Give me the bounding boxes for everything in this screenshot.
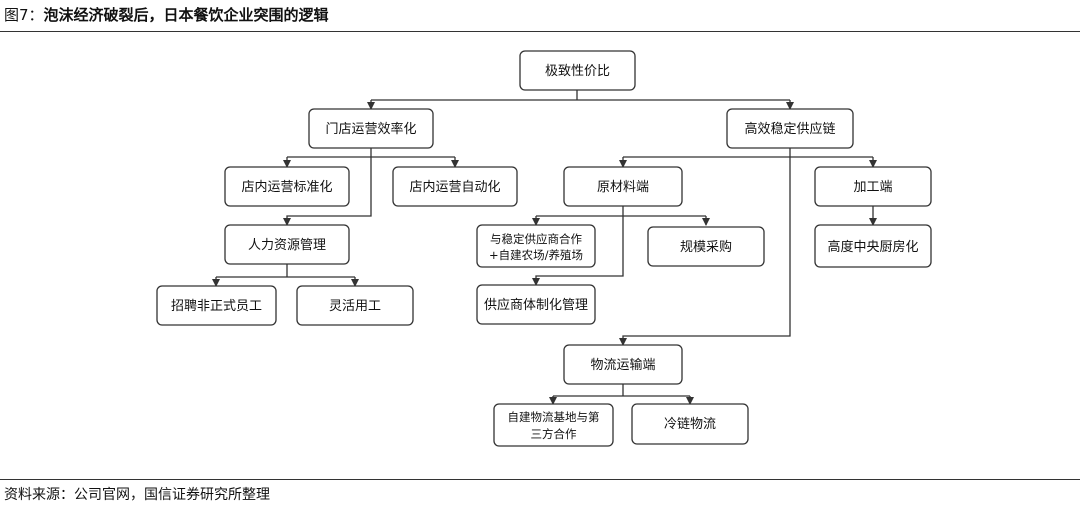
node-central-kitchen: 高度中央厨房化 [814, 224, 932, 268]
node-root-label: 极致性价比 [545, 64, 610, 79]
node-nonregular-hire: 招聘非正式员工 [156, 285, 277, 326]
edge-store-eff-to-hr [283, 148, 372, 226]
node-supply-chain-label: 高效稳定供应链 [744, 121, 835, 137]
figure-source: 资料来源：公司官网，国信证券研究所整理 [4, 487, 270, 503]
node-central-kitchen-label: 高度中央厨房化 [827, 239, 918, 255]
node-logistics-label: 物流运输端 [590, 357, 655, 373]
node-partner-supplier-line2: +自建农场/养殖场 [489, 248, 583, 262]
node-scale-purchase-label: 规模采购 [680, 239, 732, 255]
node-flexible-work: 灵活用工 [296, 285, 414, 326]
node-raw-material: 原材料端 [563, 166, 683, 207]
node-own-logistics-line1: 自建物流基地与第 [508, 410, 600, 424]
node-raw-material-label: 原材料端 [597, 180, 649, 195]
node-flexible-work-label: 灵活用工 [329, 299, 381, 314]
node-nonregular-hire-label: 招聘非正式员工 [171, 299, 262, 314]
figure-number: 图7： [4, 6, 44, 24]
node-cold-chain-label: 冷链物流 [664, 417, 716, 432]
node-own-logistics-line2: 三方合作 [531, 427, 577, 441]
bottom-rule [0, 479, 1080, 480]
figure-title: 图7：泡沫经济破裂后，日本餐饮企业突围的逻辑 [4, 5, 329, 25]
edge-supply-to-logistics [619, 148, 791, 346]
node-store-efficiency: 门店运营效率化 [308, 108, 434, 149]
node-own-logistics: 自建物流基地与第 三方合作 [493, 403, 614, 447]
node-supplier-system-label: 供应商体制化管理 [484, 297, 588, 313]
node-hr: 人力资源管理 [224, 224, 350, 265]
node-hr-label: 人力资源管理 [248, 238, 326, 253]
node-processing: 加工端 [814, 166, 932, 207]
node-partner-supplier-line1: 与稳定供应商合作 [490, 232, 582, 246]
node-store-efficiency-label: 门店运营效率化 [325, 121, 416, 137]
top-rule [0, 31, 1080, 32]
edges [212, 90, 877, 405]
node-supply-chain: 高效稳定供应链 [726, 108, 854, 149]
node-store-auto: 店内运营自动化 [392, 166, 518, 207]
node-root: 极致性价比 [519, 50, 636, 91]
node-cold-chain: 冷链物流 [631, 403, 749, 445]
edge-raw-to-supplier-system [532, 206, 624, 286]
node-supplier-system: 供应商体制化管理 [476, 284, 596, 325]
node-logistics: 物流运输端 [563, 344, 683, 385]
node-processing-label: 加工端 [853, 180, 892, 195]
node-scale-purchase: 规模采购 [647, 226, 765, 267]
figure-title-text: 泡沫经济破裂后，日本餐饮企业突围的逻辑 [43, 6, 329, 24]
node-store-standard-label: 店内运营标准化 [241, 179, 332, 195]
node-partner-supplier: 与稳定供应商合作 +自建农场/养殖场 [476, 224, 596, 268]
node-store-auto-label: 店内运营自动化 [409, 179, 500, 195]
node-store-standard: 店内运营标准化 [224, 166, 350, 207]
